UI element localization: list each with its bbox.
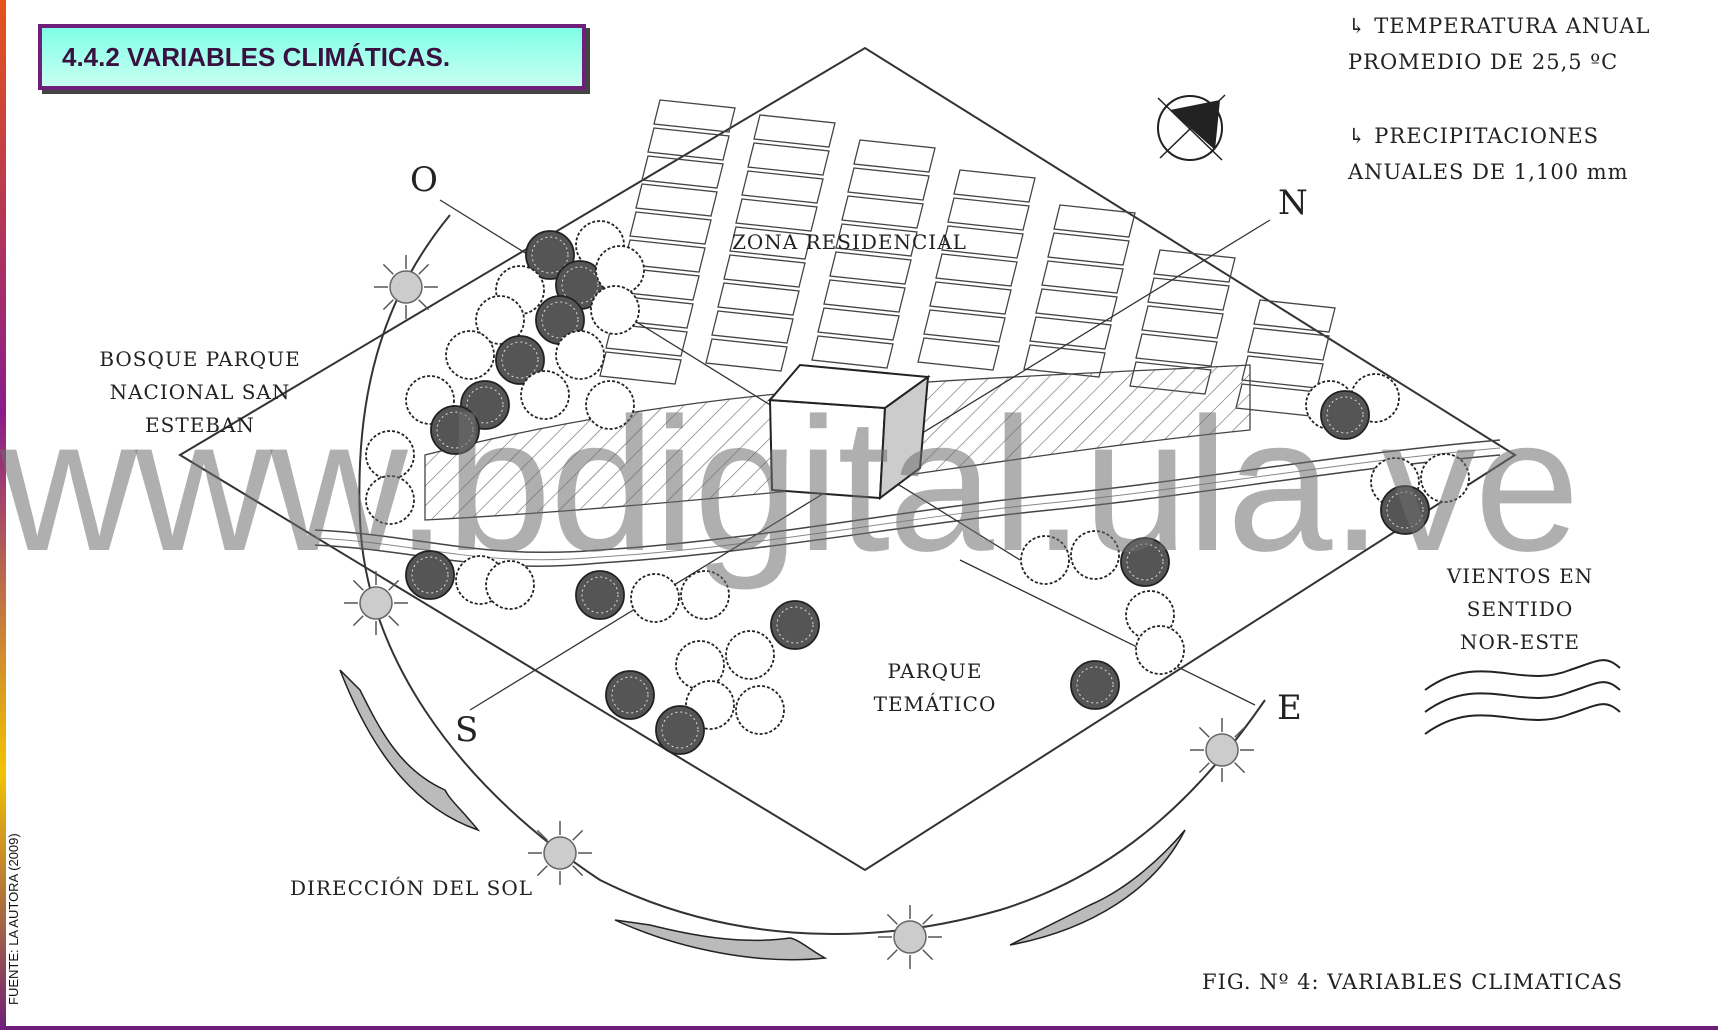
parcel	[742, 171, 823, 203]
parcel	[1142, 306, 1223, 338]
tree	[656, 706, 704, 754]
direction-south: S	[455, 710, 479, 750]
wind-waves	[1425, 660, 1620, 734]
parcel	[924, 310, 1005, 342]
winds-label-line-3: NOR-ESTE	[1420, 626, 1620, 659]
parcel	[1024, 345, 1105, 377]
parcel	[1036, 289, 1117, 321]
sun-icon	[1190, 718, 1254, 782]
tree	[446, 331, 494, 379]
section-title-box: 4.4.2 VARIABLES CLIMÁTICAS.	[38, 24, 586, 90]
section-title: 4.4.2 VARIABLES CLIMÁTICAS.	[62, 42, 450, 73]
parcel	[1248, 328, 1329, 360]
parcel	[748, 143, 829, 175]
parcel	[706, 339, 787, 371]
residential-zone-label: ZONA RESIDENCIAL	[732, 226, 967, 259]
parcel	[930, 282, 1011, 314]
tree	[556, 331, 604, 379]
parcel	[630, 212, 711, 244]
sun-icon	[878, 905, 942, 969]
bullet-arrow-icon: ↳	[1348, 124, 1374, 148]
sun-icon	[374, 255, 438, 319]
figure-caption: FIG. Nº 4: VARIABLES CLIMATICAS	[1202, 970, 1623, 994]
parcel	[818, 308, 899, 340]
tree	[736, 686, 784, 734]
watermark: www.bdigital.ula.ve	[0, 390, 1718, 580]
sun-icon	[528, 821, 592, 885]
parcel	[1030, 317, 1111, 349]
theme-park-label-line-1: PARQUE	[860, 655, 1010, 688]
parcel	[1048, 233, 1129, 265]
parcel	[636, 184, 717, 216]
parcel	[918, 338, 999, 370]
precipitation-line-1: PRECIPITACIONES	[1374, 124, 1599, 148]
tree	[726, 631, 774, 679]
temperature-line-2: PROMEDIO DE 25,5 ºC	[1348, 44, 1650, 80]
parcel	[642, 156, 723, 188]
parcel	[724, 255, 805, 287]
temperature-line-1: TEMPERATURA ANUAL	[1374, 14, 1650, 38]
parcel	[718, 283, 799, 315]
forest-label-line-1: BOSQUE PARQUE	[70, 343, 330, 376]
parcel	[812, 336, 893, 368]
parcel	[654, 100, 735, 132]
bullet-arrow-icon: ↳	[1348, 14, 1374, 38]
tree	[1136, 626, 1184, 674]
temperature-note: ↳ TEMPERATURA ANUAL PROMEDIO DE 25,5 ºC	[1348, 8, 1650, 80]
parcel	[648, 128, 729, 160]
parcel	[1042, 261, 1123, 293]
parcel	[842, 196, 923, 228]
tree	[1071, 661, 1119, 709]
parcel	[1136, 334, 1217, 366]
parcel	[848, 168, 929, 200]
parcel	[854, 140, 935, 172]
tree	[606, 671, 654, 719]
parcel	[824, 280, 905, 312]
parcel	[1148, 278, 1229, 310]
parcel	[712, 311, 793, 343]
direction-west: O	[410, 160, 439, 200]
direction-east: E	[1277, 688, 1303, 728]
tree	[771, 601, 819, 649]
tree	[676, 641, 724, 689]
sun-direction-label: DIRECCIÓN DEL SOL	[290, 872, 533, 905]
theme-park-label: PARQUE TEMÁTICO	[860, 655, 1010, 721]
direction-north: N	[1278, 183, 1309, 223]
precipitation-note: ↳ PRECIPITACIONES ANUALES DE 1,100 mm	[1348, 118, 1629, 190]
tree	[591, 286, 639, 334]
theme-park-label-line-2: TEMÁTICO	[860, 688, 1010, 721]
precipitation-line-2: ANUALES DE 1,100 mm	[1348, 154, 1629, 190]
north-arrow-icon	[1158, 95, 1225, 160]
parcel	[754, 115, 835, 147]
source-credit: FUENTE: LA AUTORA (2009)	[6, 833, 21, 1005]
winds-label-line-2: SENTIDO	[1420, 593, 1620, 626]
parcel	[954, 170, 1035, 202]
